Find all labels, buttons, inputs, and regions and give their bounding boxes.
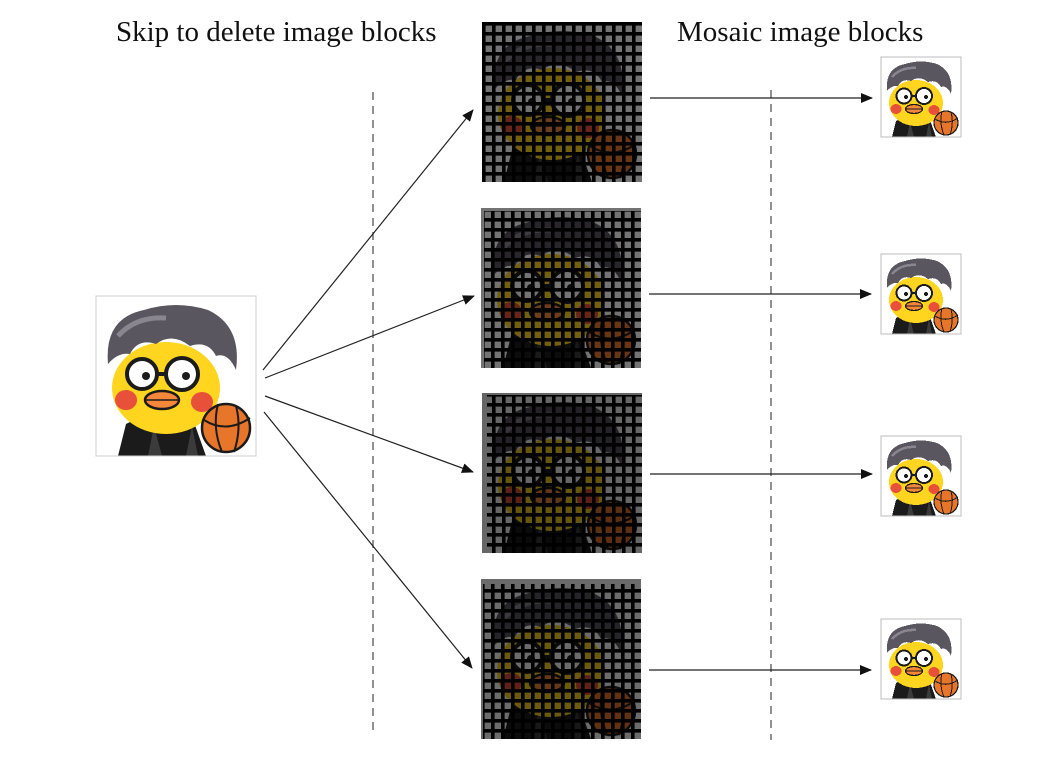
mosaic-image-3: [879, 434, 963, 518]
blocked-image-2: [481, 208, 641, 368]
mosaic-image-1: [879, 55, 963, 139]
source-image: [96, 296, 256, 456]
arrow-source-to-blocked-1: [262, 109, 474, 371]
arrow-source-to-blocked-2: [264, 295, 475, 379]
heading-skip-delete: Skip to delete image blocks: [116, 16, 437, 48]
mosaic-image-4: [879, 617, 963, 701]
arrow-source-to-blocked-4: [263, 411, 473, 669]
heading-mosaic: Mosaic image blocks: [677, 16, 924, 48]
blocked-image-3: [482, 393, 642, 553]
arrow-source-to-blocked-3: [264, 395, 474, 473]
mosaic-image-2: [879, 252, 963, 336]
blocked-image-1: [482, 22, 642, 182]
blocked-image-4: [481, 579, 641, 739]
